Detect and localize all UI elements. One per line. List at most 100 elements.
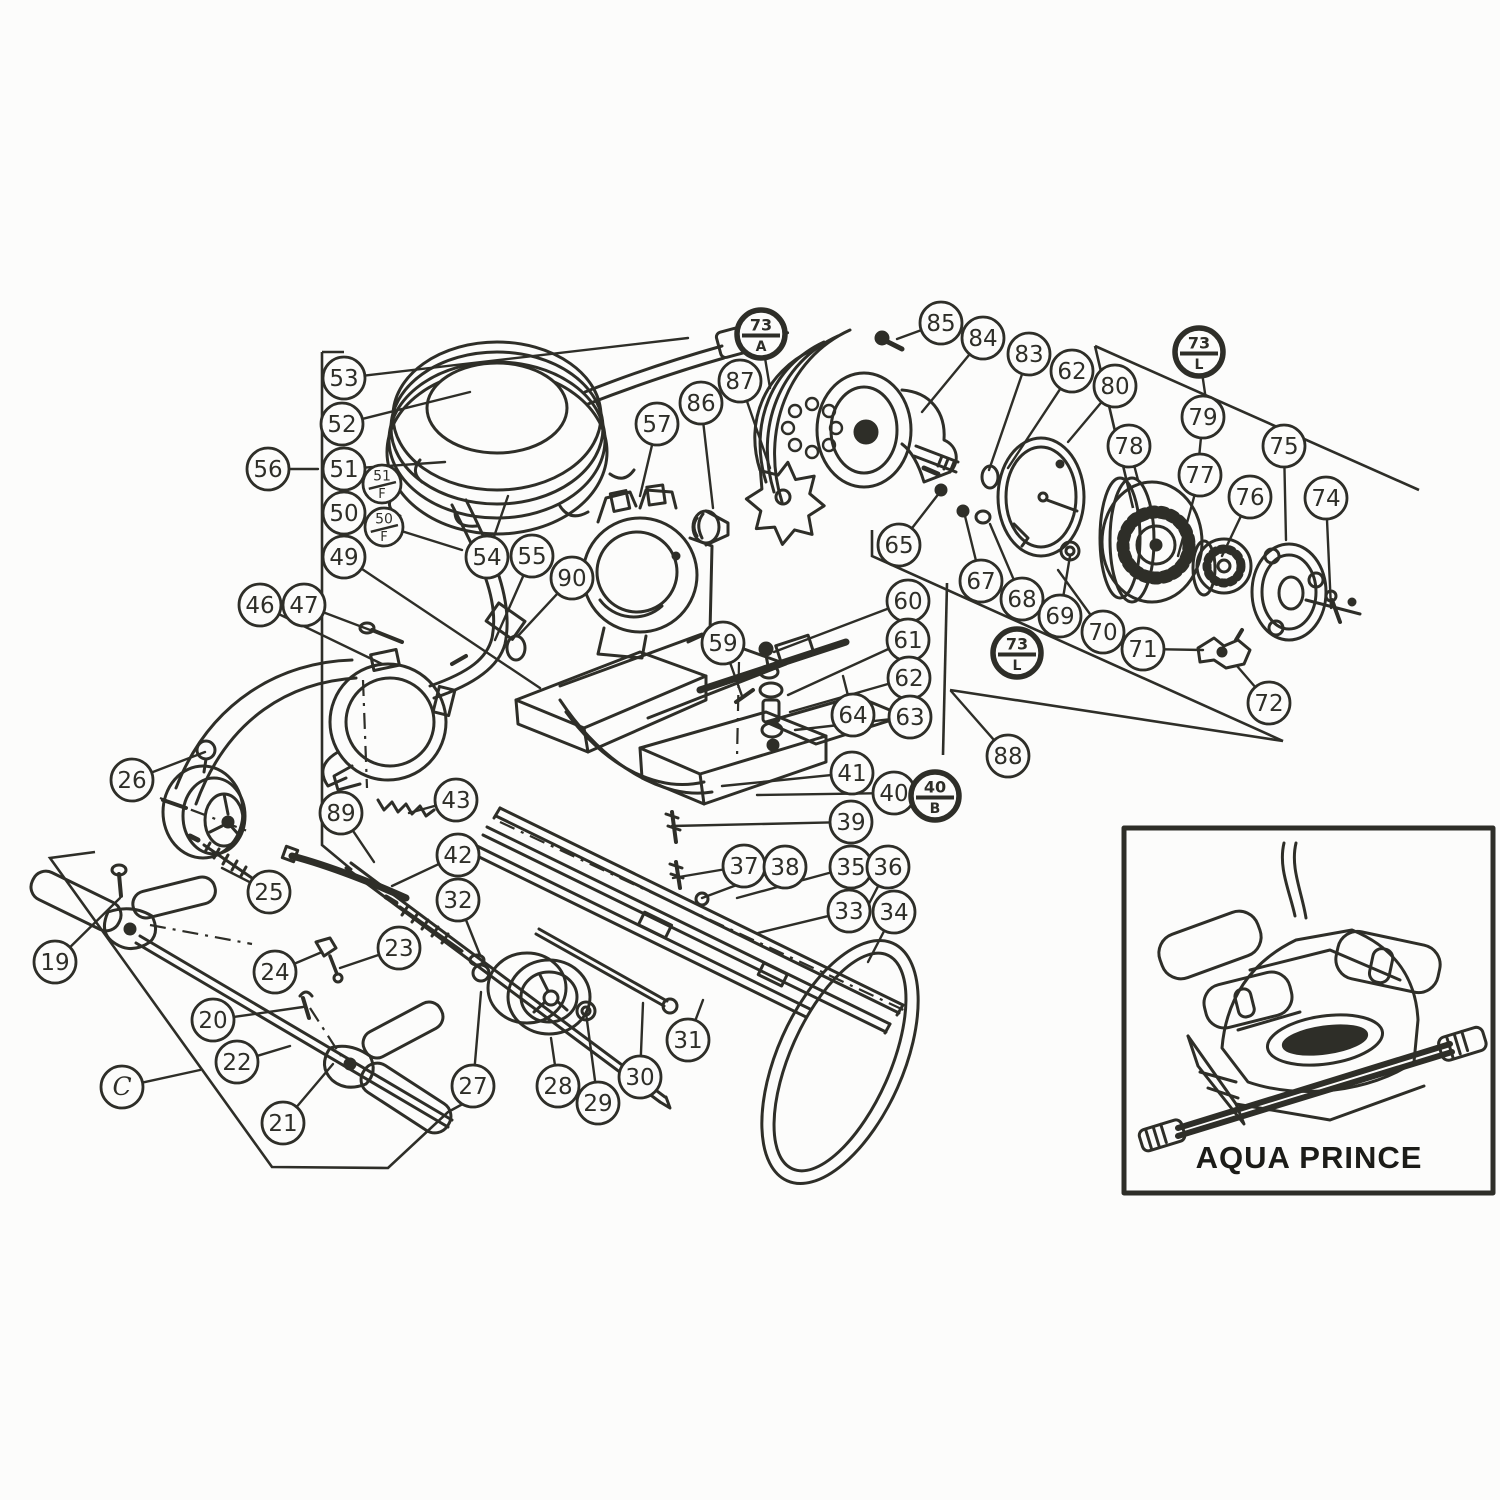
balloon-39: 39	[828, 799, 874, 845]
svg-text:43: 43	[441, 788, 470, 814]
svg-text:62: 62	[1057, 359, 1086, 385]
svg-text:49: 49	[329, 545, 358, 571]
svg-text:20: 20	[198, 1008, 227, 1034]
balloon-50: 50	[321, 490, 367, 536]
balloon-60: 60	[885, 578, 931, 624]
svg-text:69: 69	[1045, 604, 1074, 630]
svg-text:52: 52	[327, 412, 356, 438]
balloon-40: 40	[871, 770, 917, 816]
balloon-55: 55	[509, 533, 555, 579]
svg-text:65: 65	[884, 533, 913, 559]
chassis	[514, 632, 906, 907]
balloon-32: 32	[435, 877, 481, 923]
balloon-54: 54	[464, 534, 510, 580]
balloon-89: 89	[318, 790, 364, 836]
balloon-52: 52	[319, 401, 365, 447]
cleaner-illustration	[1137, 841, 1488, 1153]
svg-text:64: 64	[838, 703, 867, 729]
svg-text:23: 23	[384, 936, 413, 962]
pump-volute	[815, 330, 1000, 497]
balloon-77: 77	[1177, 452, 1223, 498]
svg-text:39: 39	[836, 810, 865, 836]
pin-and-clevis	[298, 936, 344, 1020]
seal-plate	[956, 436, 1086, 562]
balloon-76: 76	[1227, 474, 1273, 520]
balloon-87: 87	[717, 358, 763, 404]
balloon-59: 59	[700, 620, 746, 666]
balloon-69: 69	[1037, 593, 1083, 639]
svg-text:73: 73	[1006, 635, 1028, 654]
svg-text:73: 73	[750, 316, 772, 335]
balloon-30: 30	[617, 1054, 663, 1100]
svg-text:90: 90	[557, 566, 586, 592]
screw-25	[187, 833, 254, 880]
svg-text:79: 79	[1188, 405, 1217, 431]
svg-text:53: 53	[329, 366, 358, 392]
balloon-72: 72	[1246, 680, 1292, 726]
balloon-84: 84	[960, 315, 1006, 361]
balloon-C: C	[99, 1064, 145, 1110]
balloon-64: 64	[830, 692, 876, 738]
balloon-79: 79	[1180, 394, 1226, 440]
axle-rod	[534, 927, 679, 1015]
dash-lines	[149, 661, 909, 1057]
screw-85	[874, 330, 905, 352]
balloon-62: 62	[886, 655, 932, 701]
svg-text:88: 88	[993, 744, 1022, 770]
balloon-22: 22	[214, 1039, 260, 1085]
svg-text:35: 35	[836, 855, 865, 881]
balloon-56: 56	[245, 446, 291, 492]
balloon-38: 38	[762, 844, 808, 890]
svg-text:B: B	[930, 801, 941, 817]
svg-text:86: 86	[686, 391, 715, 417]
balloon-43: 43	[433, 777, 479, 823]
svg-text:38: 38	[770, 855, 799, 881]
balloon-62a: 62	[1049, 348, 1095, 394]
svg-text:31: 31	[673, 1028, 702, 1054]
svg-text:83: 83	[1014, 342, 1043, 368]
svg-text:F: F	[380, 530, 387, 545]
balloon-19: 19	[32, 939, 78, 985]
svg-text:68: 68	[1007, 587, 1036, 613]
inset-caption: AQUA PRINCE	[1195, 1140, 1423, 1175]
svg-text:57: 57	[642, 412, 671, 438]
svg-text:51: 51	[329, 457, 358, 483]
balloon-51F: 51F	[361, 463, 403, 505]
spring	[376, 798, 436, 818]
svg-text:77: 77	[1185, 463, 1214, 489]
balloon-37: 37	[721, 843, 767, 889]
svg-text:50: 50	[375, 512, 393, 528]
balloon-75: 75	[1261, 423, 1307, 469]
svg-text:24: 24	[260, 960, 289, 986]
svg-text:30: 30	[625, 1065, 654, 1091]
balloon-73L1: 73L	[1172, 325, 1226, 379]
drain-plug	[691, 509, 730, 547]
balloon-41: 41	[829, 750, 875, 796]
balloon-73A: 73A	[734, 307, 788, 361]
svg-text:40: 40	[924, 778, 946, 797]
balloon-86: 86	[678, 380, 724, 426]
motor-pulley	[753, 328, 852, 504]
svg-text:61: 61	[893, 628, 922, 654]
balloon-73L2: 73L	[990, 626, 1044, 680]
svg-text:32: 32	[443, 888, 472, 914]
svg-text:62: 62	[894, 666, 923, 692]
end-cover	[1250, 542, 1362, 642]
balloon-36: 36	[865, 844, 911, 890]
balloon-90: 90	[549, 555, 595, 601]
balloon-51: 51	[321, 446, 367, 492]
balloon-71: 71	[1120, 626, 1166, 672]
balloon-78: 78	[1106, 423, 1152, 469]
product-inset	[1121, 825, 1496, 1196]
drive-ring-gear	[1098, 476, 1204, 604]
svg-text:54: 54	[472, 545, 501, 571]
svg-text:70: 70	[1088, 620, 1117, 646]
svg-text:51: 51	[373, 469, 391, 485]
balloon-40B: 40B	[908, 769, 962, 823]
t-handle-left	[29, 863, 217, 950]
svg-text:34: 34	[879, 900, 908, 926]
balloon-61: 61	[885, 617, 931, 663]
svg-text:41: 41	[837, 761, 866, 787]
svg-text:37: 37	[729, 854, 758, 880]
